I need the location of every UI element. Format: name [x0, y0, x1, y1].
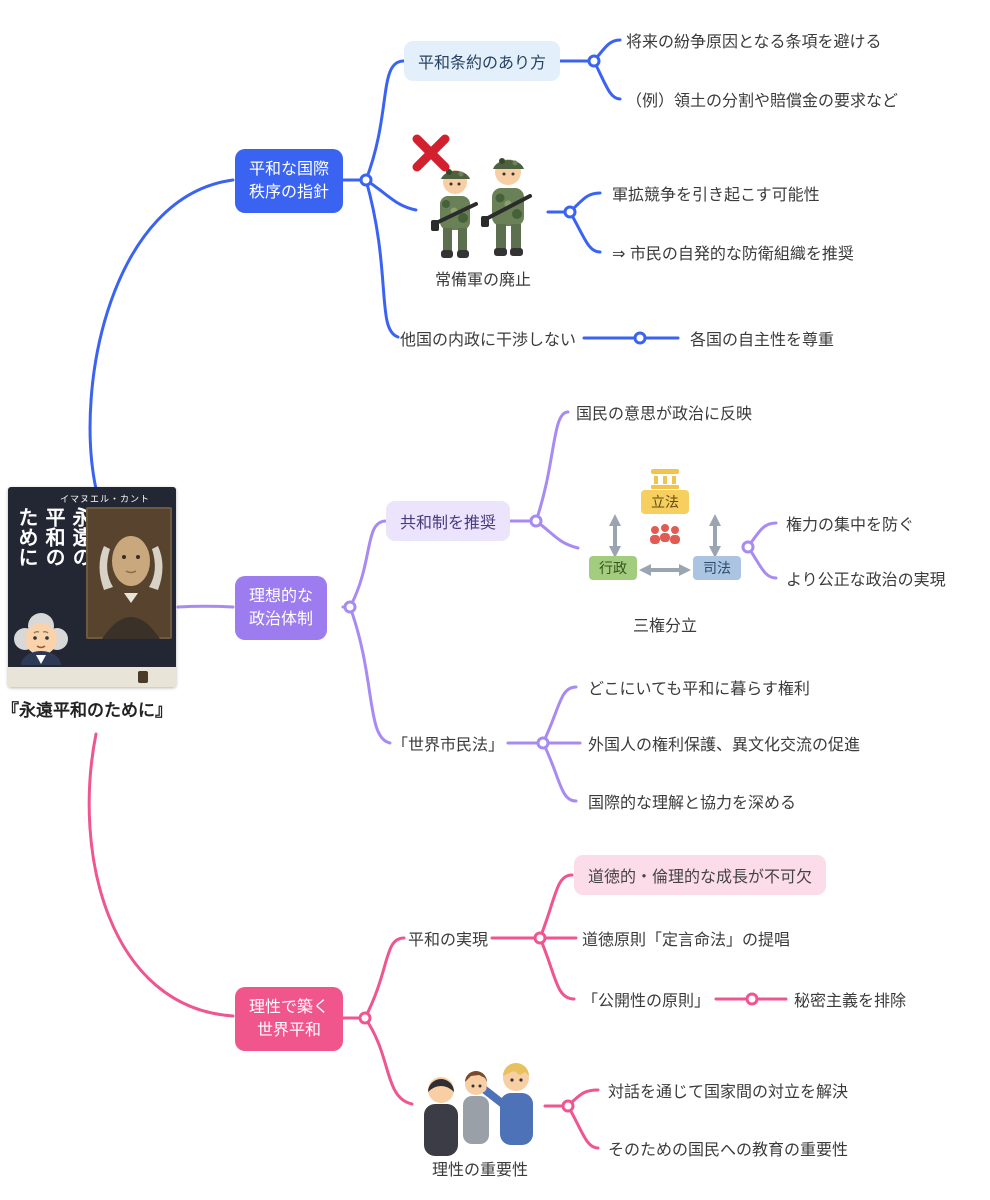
standing-army-illustration: [418, 138, 548, 269]
branch-toggle[interactable]: [529, 514, 543, 528]
book-author: イマヌエル・カント: [60, 494, 151, 504]
node-international-order[interactable]: 平和な国際 秩序の指針: [235, 149, 344, 214]
leaf-publicity-principle[interactable]: 「公開性の原則」: [582, 993, 711, 1010]
branch-toggle[interactable]: [745, 992, 759, 1006]
label-executive: 行政: [589, 556, 637, 580]
node-moral-growth[interactable]: 道徳的・倫理的な成長が不可欠: [574, 855, 827, 895]
branch-toggle[interactable]: [343, 600, 357, 614]
node-peace-treaty[interactable]: 平和条約のあり方: [404, 41, 561, 81]
leaf-categorical-imperative[interactable]: 道徳原則「定言命法」の提唱: [582, 932, 791, 949]
branch-toggle[interactable]: [633, 331, 647, 345]
root-label: 『永遠平和のために』: [2, 701, 172, 720]
branch-toggle[interactable]: [587, 54, 601, 68]
node-ideal-polity[interactable]: 理想的な 政治体制: [235, 576, 328, 641]
node-republic[interactable]: 共和制を推奨: [386, 501, 511, 541]
powers-diagram: 立法 行政 司法: [585, 468, 745, 606]
leaf-avoid-future-causes[interactable]: 将来の紛争原因となる条項を避ける: [626, 34, 882, 51]
caption-standing-army[interactable]: 常備軍の廃止: [434, 272, 531, 289]
branch-toggle[interactable]: [536, 736, 550, 750]
red-cross-icon: [412, 134, 450, 177]
branch-toggle[interactable]: [358, 1011, 372, 1025]
discussion-illustration: [415, 1048, 545, 1161]
leaf-prevent-concentration[interactable]: 権力の集中を防ぐ: [786, 517, 915, 534]
leaf-arms-race[interactable]: 軍拡競争を引き起こす可能性: [612, 187, 820, 204]
label-non-interference[interactable]: 他国の内政に干渉しない: [400, 332, 577, 349]
caption-importance-of-reason[interactable]: 理性の重要性: [431, 1162, 528, 1179]
leaf-foreigner-rights[interactable]: 外国人の権利保護、異文化交流の促進: [588, 737, 861, 754]
leaf-fairer-politics[interactable]: より公正な政治の実現: [786, 572, 946, 589]
book-cover[interactable]: イマヌエル・カント 永遠の 平和の ために: [8, 487, 176, 687]
publisher-logo-icon: [138, 671, 148, 683]
kant-cartoon-face-icon: [10, 609, 72, 680]
node-world-peace-by-reason[interactable]: 理性で築く 世界平和: [235, 987, 344, 1052]
leaf-civil-defense[interactable]: ⇒ 市民の自発的な防衛組織を推奨: [612, 246, 854, 263]
branch-toggle[interactable]: [563, 205, 577, 219]
caption-separation-of-powers[interactable]: 三権分立: [632, 618, 697, 635]
leaf-public-will[interactable]: 国民の意思が政治に反映: [576, 406, 753, 423]
leaf-respect-autonomy[interactable]: 各国の自主性を尊重: [690, 332, 835, 349]
leaf-international-understanding[interactable]: 国際的な理解と協力を深める: [588, 795, 797, 812]
branch-toggle[interactable]: [359, 173, 373, 187]
branch-toggle[interactable]: [533, 931, 547, 945]
kant-portrait: [86, 507, 172, 639]
leaf-live-in-peace[interactable]: どこにいても平和に暮らす権利: [588, 681, 810, 698]
leaf-no-secrecy[interactable]: 秘密主義を排除: [794, 993, 907, 1010]
book-bottom-band: [8, 667, 176, 687]
branch-toggle[interactable]: [561, 1099, 575, 1113]
label-judicial: 司法: [693, 556, 741, 580]
label-cosmopolitan-law[interactable]: 「世界市民法」: [392, 737, 505, 754]
leaf-example-territory[interactable]: （例）領土の分割や賠償金の要求など: [626, 93, 899, 110]
leaf-dialogue-resolution[interactable]: 対話を通じて国家間の対立を解決: [608, 1084, 849, 1101]
leaf-education-importance[interactable]: そのための国民への教育の重要性: [608, 1142, 849, 1159]
label-legislative: 立法: [641, 490, 689, 514]
label-peace-realization[interactable]: 平和の実現: [408, 932, 489, 949]
